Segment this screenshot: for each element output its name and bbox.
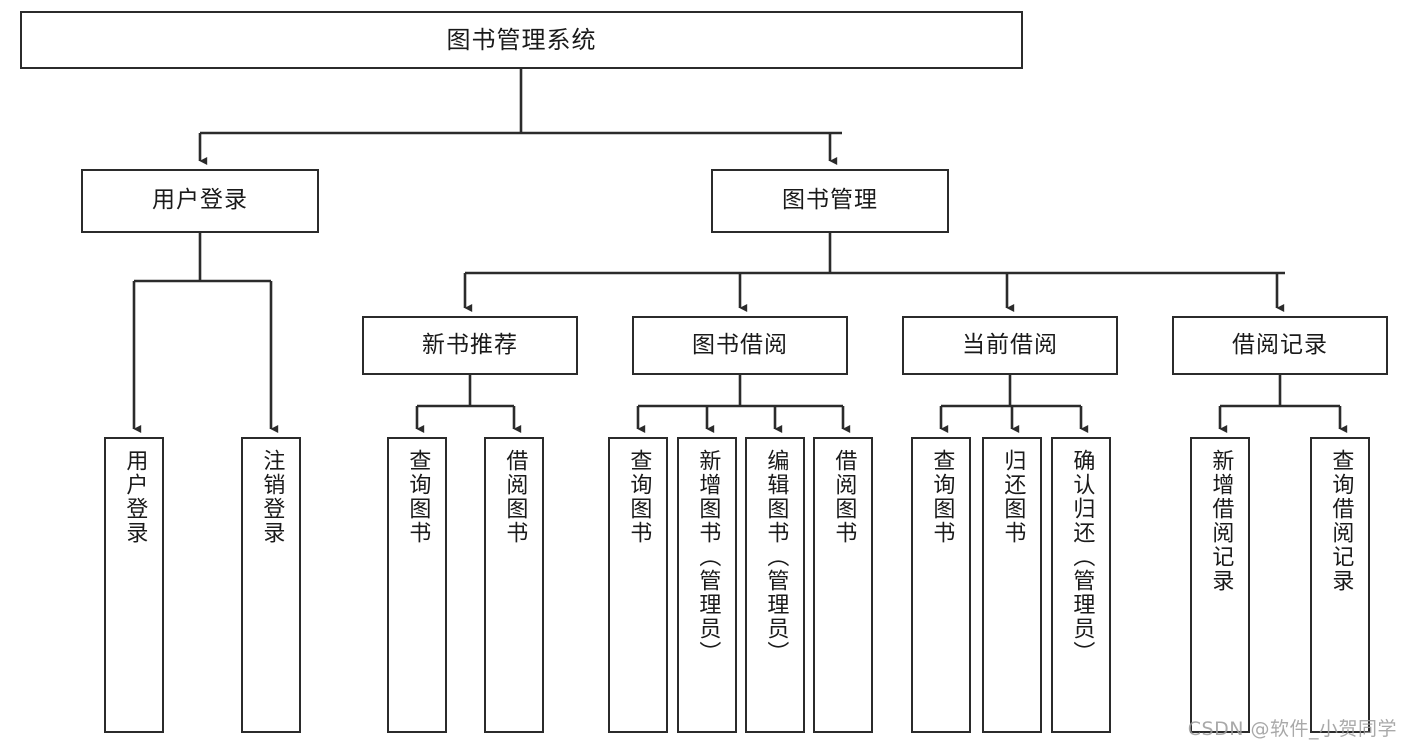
leaf-edit-book-admin[interactable]: 编辑图书（管理员）	[745, 437, 805, 733]
leaf-query-book-current[interactable]: 查询图书	[911, 437, 971, 733]
node-label: 归还图书	[1000, 449, 1026, 545]
node-label: 图书管理	[782, 187, 878, 214]
leaf-user-login[interactable]: 用户登录	[104, 437, 164, 733]
leaf-query-book-borrow[interactable]: 查询图书	[608, 437, 668, 733]
node-label: 新增图书（管理员）	[695, 449, 721, 665]
node-label: 查询借阅记录	[1328, 449, 1354, 593]
node-current-borrow[interactable]: 当前借阅	[902, 316, 1118, 375]
node-label: 借阅图书	[831, 449, 857, 545]
node-label: 查询图书	[626, 449, 652, 545]
node-label: 借阅记录	[1232, 331, 1328, 358]
leaf-add-borrow-record[interactable]: 新增借阅记录	[1190, 437, 1250, 733]
leaf-confirm-return-admin[interactable]: 确认归还（管理员）	[1051, 437, 1111, 733]
leaf-query-borrow-record[interactable]: 查询借阅记录	[1310, 437, 1370, 733]
node-label: 查询图书	[929, 449, 955, 545]
node-label: 借阅图书	[502, 449, 528, 545]
node-label: 图书管理系统	[446, 25, 597, 54]
node-root-system[interactable]: 图书管理系统	[20, 11, 1023, 69]
node-label: 查询图书	[405, 449, 431, 545]
node-label: 用户登录	[122, 449, 148, 545]
node-label: 确认归还（管理员）	[1069, 449, 1095, 665]
node-label: 新书推荐	[422, 331, 518, 358]
leaf-borrow-book-recommend[interactable]: 借阅图书	[484, 437, 544, 733]
node-book-management[interactable]: 图书管理	[711, 169, 949, 233]
node-borrow-record[interactable]: 借阅记录	[1172, 316, 1388, 375]
leaf-lend-book[interactable]: 借阅图书	[813, 437, 873, 733]
leaf-query-book-recommend[interactable]: 查询图书	[387, 437, 447, 733]
node-label: 编辑图书（管理员）	[763, 449, 789, 665]
node-label: 注销登录	[259, 449, 285, 545]
csdn-watermark: CSDN @软件_小贺同学	[1187, 718, 1397, 740]
node-user-login[interactable]: 用户登录	[81, 169, 319, 233]
leaf-logout[interactable]: 注销登录	[241, 437, 301, 733]
node-label: 当前借阅	[962, 331, 1058, 358]
node-book-borrow[interactable]: 图书借阅	[632, 316, 848, 375]
leaf-add-book-admin[interactable]: 新增图书（管理员）	[677, 437, 737, 733]
leaf-return-book[interactable]: 归还图书	[982, 437, 1042, 733]
node-label: 图书借阅	[692, 331, 788, 358]
node-new-book-recommend[interactable]: 新书推荐	[362, 316, 578, 375]
node-label: 新增借阅记录	[1208, 449, 1234, 593]
node-label: 用户登录	[152, 187, 248, 214]
